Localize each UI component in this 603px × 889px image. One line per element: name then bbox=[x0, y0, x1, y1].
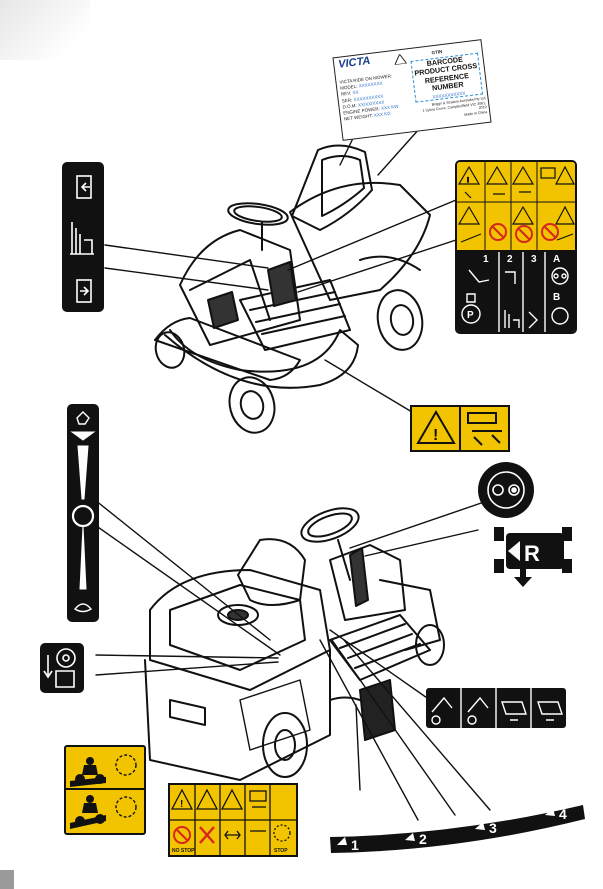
svg-text:!: ! bbox=[467, 178, 469, 184]
no-stop-caption: NO STOP bbox=[172, 848, 195, 854]
warning-panel: ! bbox=[457, 162, 575, 250]
lever-icons bbox=[70, 175, 94, 303]
bottom-mower-body bbox=[144, 507, 445, 781]
deck-warning-pictograms: ! bbox=[416, 407, 502, 450]
main-warning-decal: ! NO STOP STOP bbox=[168, 783, 298, 857]
svg-text:!: ! bbox=[180, 799, 183, 810]
strip-number-2: 2 bbox=[419, 831, 427, 847]
pedal-decal bbox=[426, 688, 566, 728]
reverse-decal: R bbox=[492, 525, 574, 593]
strip-number-3: 3 bbox=[489, 820, 497, 836]
deck-warning-decal: ! bbox=[410, 405, 510, 452]
brand-logo: VICTA bbox=[337, 54, 372, 71]
ctrl-num-2: 2 bbox=[507, 254, 513, 265]
label-fields: VICTA RIDE ON MOWER: MODEL: XXXXXXXX REV… bbox=[339, 73, 399, 122]
slope-pictograms bbox=[66, 754, 144, 829]
pto-pictogram bbox=[43, 648, 76, 688]
corner-shade bbox=[0, 0, 90, 60]
gtin-label: GTIN bbox=[431, 49, 443, 56]
svg-text:P: P bbox=[467, 310, 474, 321]
throttle-decal bbox=[67, 404, 99, 622]
choke-round-decal bbox=[478, 462, 534, 518]
pto-decal bbox=[40, 643, 84, 693]
strip-number-4: 4 bbox=[559, 806, 567, 822]
warning-control-decal: ! 1 2 3 A bbox=[455, 160, 577, 334]
pedal-pictograms bbox=[431, 688, 563, 728]
slope-warning-decal bbox=[64, 745, 146, 835]
ctrl-num-3: 3 bbox=[531, 254, 537, 265]
reverse-pictogram: R bbox=[494, 527, 572, 587]
strip-number-1: 1 bbox=[351, 837, 359, 853]
hydrostatic-lever-decal bbox=[62, 162, 104, 312]
pedal-number-strip: 1 2 3 4 bbox=[330, 805, 585, 853]
ctrl-num-1: 1 bbox=[483, 254, 489, 265]
stop-caption: STOP bbox=[274, 848, 288, 854]
control-panel: 1 2 3 A B P bbox=[457, 250, 575, 332]
reverse-letter: R bbox=[524, 541, 540, 566]
ctrl-letter-a: A bbox=[553, 254, 560, 265]
top-mower-body bbox=[154, 144, 431, 434]
warning-pictograms: ! bbox=[457, 162, 575, 250]
main-warning-pictograms: ! NO STOP STOP bbox=[170, 785, 296, 855]
compliance-label: VICTA VICTA RIDE ON MOWER: MODEL: XXXXXX… bbox=[332, 39, 492, 141]
throttle-pictograms bbox=[70, 411, 96, 613]
page-edge bbox=[0, 870, 14, 889]
barcode-box: BARCODE PRODUCT CROSS REFERENCE NUMBER X… bbox=[410, 52, 484, 103]
choke-pictogram bbox=[487, 471, 525, 509]
svg-text:!: ! bbox=[433, 427, 438, 444]
control-pictograms: 1 2 3 A B P bbox=[461, 252, 569, 332]
ctrl-letter-b: B bbox=[553, 292, 560, 303]
triangle-icon bbox=[393, 53, 408, 66]
